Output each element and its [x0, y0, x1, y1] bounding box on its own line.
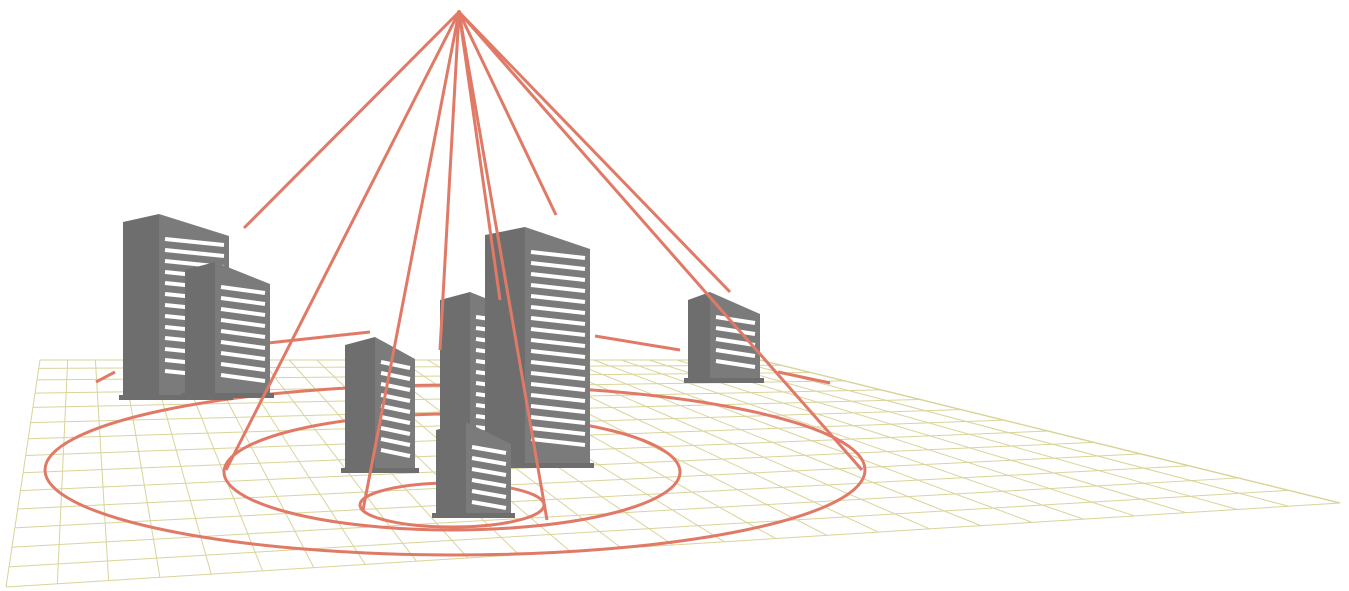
- window-strip: [530, 360, 586, 370]
- window-strip: [380, 437, 411, 447]
- window-strip: [220, 329, 266, 339]
- building-front-small: [432, 422, 515, 518]
- ray-line: [457, 11, 502, 301]
- building-left-short: [181, 262, 274, 398]
- ray-segment: [95, 370, 116, 384]
- building-front: [375, 337, 415, 470]
- ray-line: [242, 10, 461, 230]
- building-front: [710, 292, 760, 380]
- window-strip: [530, 404, 586, 414]
- window-strip: [471, 500, 507, 510]
- building-side: [440, 292, 470, 450]
- ray-segment: [267, 330, 371, 345]
- ray-lines-back: [95, 10, 831, 385]
- building-base: [119, 395, 233, 400]
- source-point: [457, 10, 461, 14]
- window-strip: [220, 362, 266, 372]
- window-strip: [530, 327, 586, 337]
- grid-line: [538, 359, 930, 530]
- ray-line: [457, 11, 864, 471]
- window-strip: [380, 371, 411, 381]
- ray-segment: [594, 334, 681, 352]
- building-side: [485, 227, 525, 465]
- window-strip: [220, 307, 266, 317]
- window-strip: [220, 340, 266, 350]
- window-strip: [530, 338, 586, 348]
- window-strip: [530, 349, 586, 359]
- ray-segment: [777, 370, 831, 385]
- window-strip: [220, 285, 266, 295]
- building-side: [688, 292, 710, 380]
- window-strip: [220, 373, 266, 383]
- window-strip: [530, 283, 586, 293]
- window-strip: [530, 294, 586, 304]
- building-side: [123, 214, 159, 397]
- window-strip: [530, 305, 586, 315]
- window-strip: [715, 326, 756, 336]
- window-strip: [530, 382, 586, 392]
- grid-line: [621, 359, 1084, 520]
- window-strip: [715, 348, 756, 358]
- ray-line: [224, 11, 461, 471]
- ray-line: [457, 11, 549, 521]
- grid-line: [759, 359, 1341, 504]
- window-strip: [220, 318, 266, 328]
- grid-line: [565, 359, 982, 527]
- window-strip: [471, 445, 507, 455]
- ray-line: [457, 11, 558, 216]
- grid-line: [649, 359, 1135, 517]
- window-strip: [530, 426, 586, 436]
- building-base: [684, 378, 764, 383]
- window-strip: [530, 261, 586, 271]
- grid-line: [676, 359, 1187, 514]
- grid-line: [593, 359, 1033, 523]
- grid-line: [94, 359, 110, 581]
- window-strip: [530, 415, 586, 425]
- window-strip: [471, 456, 507, 466]
- window-strip: [380, 448, 411, 458]
- window-strip: [220, 296, 266, 306]
- window-strip: [715, 337, 756, 347]
- building-center-tall: [481, 227, 594, 468]
- window-strip: [164, 237, 225, 247]
- window-strip: [530, 250, 586, 260]
- window-strip: [471, 478, 507, 488]
- building-base: [181, 393, 274, 398]
- window-strip: [164, 248, 225, 258]
- ray-line: [361, 11, 461, 511]
- grid-line: [5, 359, 41, 588]
- building-side: [436, 422, 466, 515]
- window-strip: [530, 316, 586, 326]
- grid-line: [56, 359, 69, 584]
- building-side: [185, 262, 215, 395]
- ray-lines-front: [224, 11, 864, 521]
- window-strip: [380, 404, 411, 414]
- window-strip: [380, 415, 411, 425]
- window-strip: [530, 371, 586, 381]
- window-strip: [530, 437, 586, 447]
- window-strip: [380, 360, 411, 370]
- building-front: [215, 262, 270, 395]
- building-right-small: [684, 292, 764, 383]
- window-strip: [220, 351, 266, 361]
- building-base: [341, 468, 419, 473]
- window-strip: [471, 489, 507, 499]
- window-strip: [715, 315, 756, 325]
- grid-line: [732, 359, 1289, 507]
- window-strip: [530, 272, 586, 282]
- window-strip: [471, 467, 507, 477]
- building-group: [119, 214, 764, 518]
- building-base: [432, 513, 515, 518]
- ray-line: [457, 10, 732, 294]
- building-center-left: [341, 337, 419, 473]
- window-strip: [530, 393, 586, 403]
- ray-line: [438, 11, 461, 351]
- ground-grid: [5, 359, 1341, 588]
- window-strip: [380, 426, 411, 436]
- building-side: [345, 337, 375, 470]
- window-strip: [715, 359, 756, 369]
- grid-line: [704, 359, 1238, 510]
